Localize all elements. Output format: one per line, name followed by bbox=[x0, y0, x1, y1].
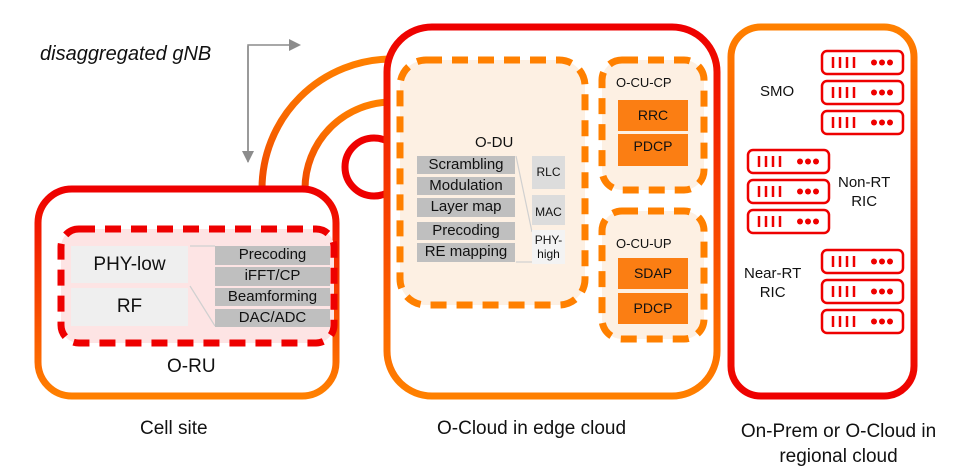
oru-function-precoding: Precoding bbox=[215, 246, 330, 265]
cu-cp-block-pdcp: PDCP bbox=[618, 134, 688, 166]
server-icons bbox=[746, 49, 905, 335]
regional-cloud-caption: On-Prem or O-Cloud in regional cloud bbox=[716, 419, 961, 469]
radio-arc-middle bbox=[301, 98, 393, 190]
odu-layer-mac: MAC bbox=[532, 195, 565, 225]
regional-cloud-caption-line1: On-Prem or O-Cloud in bbox=[740, 421, 937, 442]
o-cu-cp-label: O-CU-CP bbox=[616, 75, 672, 90]
cu-up-block-pdcp: PDCP bbox=[618, 293, 688, 324]
o-ru-label: O-RU bbox=[167, 356, 216, 377]
smo-server-icon bbox=[820, 79, 905, 106]
odu-function-precoding: Precoding bbox=[417, 222, 515, 240]
o-du-label: O-DU bbox=[475, 134, 514, 151]
smo-server-icon bbox=[820, 49, 905, 76]
connector-line bbox=[515, 155, 533, 233]
regional-cloud-caption-line2: regional cloud bbox=[779, 446, 898, 467]
near-rt-ric-server-icon bbox=[820, 278, 905, 305]
non-rt-ric-server-icon bbox=[746, 208, 831, 235]
odu-layer-rlc: RLC bbox=[532, 156, 565, 189]
disaggregated-gnb-label: disaggregated gNB bbox=[40, 43, 212, 65]
cu-cp-block-rrc: RRC bbox=[618, 100, 688, 131]
non-rt-ric-server-icon bbox=[746, 148, 831, 175]
near-rt-ric-server-icon bbox=[820, 308, 905, 335]
odu-function-scrambling: Scrambling bbox=[417, 156, 515, 174]
cu-up-block-sdap: SDAP bbox=[618, 258, 688, 289]
cell-site-caption: Cell site bbox=[140, 418, 208, 439]
non-rt-ric-server-icon bbox=[746, 178, 831, 205]
near-rt-ric-label-line1: Near-RT bbox=[744, 265, 802, 282]
phy-low-block: PHY-low bbox=[71, 246, 188, 283]
odu-layer-phy-high: PHY- high bbox=[532, 230, 565, 264]
radio-arc-outer bbox=[258, 55, 393, 190]
near-rt-ric-server-icon bbox=[820, 248, 905, 275]
non-rt-ric-label-line1: Non-RT bbox=[838, 174, 891, 191]
odu-function-modulation: Modulation bbox=[417, 177, 515, 195]
phy-high-label: PHY- high bbox=[534, 233, 563, 261]
oru-function-beamforming: Beamforming bbox=[215, 288, 330, 306]
edge-cloud-caption: O-Cloud in edge cloud bbox=[437, 418, 627, 439]
near-rt-ric-label: Near-RT RIC bbox=[744, 264, 801, 302]
o-cu-up-label: O-CU-UP bbox=[616, 236, 672, 251]
rf-block: RF bbox=[71, 288, 188, 326]
oru-function-ifft-cp: iFFT/CP bbox=[215, 267, 330, 286]
smo-label: SMO bbox=[760, 83, 795, 100]
non-rt-ric-label-line2: RIC bbox=[851, 193, 878, 210]
near-rt-ric-label-line2: RIC bbox=[759, 284, 786, 301]
odu-function-re-mapping: RE mapping bbox=[417, 243, 515, 262]
smo-server-icon bbox=[820, 109, 905, 136]
connector-line bbox=[189, 285, 216, 327]
non-rt-ric-label: Non-RT RIC bbox=[838, 173, 890, 211]
odu-function-layer-map: Layer map bbox=[417, 198, 515, 217]
oru-function-dac-adc: DAC/ADC bbox=[215, 309, 330, 327]
